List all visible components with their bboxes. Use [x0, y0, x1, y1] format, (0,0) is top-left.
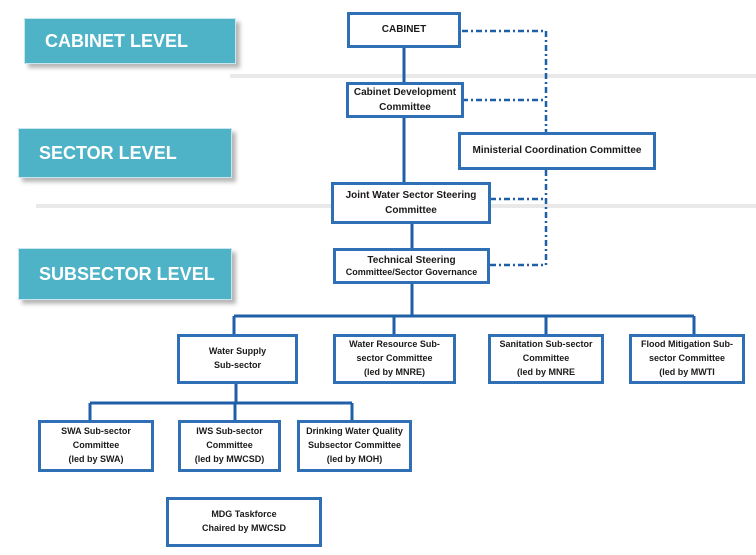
sanitation-label: Sanitation Sub-sector Committee (led by … [499, 339, 593, 377]
sanitation-box: Sanitation Sub-sector Committee (led by … [488, 334, 604, 384]
ministerial-coordination-committee-label: Ministerial Coordination Committee [472, 145, 642, 157]
drinking-water-quality-label: Drinking Water Quality Subsector Committ… [306, 426, 403, 464]
joint-water-sector-label: Joint Water Sector Steering Committee [345, 189, 477, 217]
iws-subsector-label: IWS Sub-sector Committee (led by MWCSD) [194, 426, 265, 464]
cabinet-development-committee-box: Cabinet Development Committee [346, 82, 464, 118]
mdg-taskforce-box: MDG Taskforce Chaired by MWCSD [166, 497, 322, 547]
cabinet-level-text: CABINET LEVEL [45, 30, 189, 51]
sector-level-text: SECTOR LEVEL [39, 142, 177, 163]
flood-mitigation-label: Flood Mitigation Sub- sector Committee (… [641, 339, 733, 377]
water-supply-box: Water Supply Sub-sector [177, 334, 298, 384]
cabinet-box: CABINET [347, 12, 461, 48]
swa-subsector-label: SWA Sub-sector Committee (led by SWA) [61, 426, 131, 464]
water-supply-label: Water Supply Sub-sector [208, 346, 267, 370]
swa-subsector-box: SWA Sub-sector Committee (led by SWA) [38, 420, 154, 472]
cabinet-development-committee-label: Cabinet Development Committee [353, 86, 457, 114]
joint-water-sector-box: Joint Water Sector Steering Committee [331, 182, 491, 224]
flood-mitigation-box: Flood Mitigation Sub- sector Committee (… [629, 334, 745, 384]
technical-steering-line1: Technical Steering [367, 254, 456, 266]
subsector-level-text: SUBSECTOR LEVEL [39, 263, 215, 284]
water-resource-label: Water Resource Sub- sector Committee (le… [349, 339, 440, 377]
mdg-taskforce-label: MDG Taskforce Chaired by MWCSD [201, 509, 286, 533]
water-resource-box: Water Resource Sub- sector Committee (le… [333, 334, 456, 384]
technical-steering-line2: Committee/Sector Governance [345, 266, 478, 277]
sector-level-label: SECTOR LEVEL [18, 128, 232, 178]
divider-cabinet [230, 74, 756, 78]
cabinet-level-label: CABINET LEVEL [24, 18, 236, 64]
ministerial-coordination-committee-box: Ministerial Coordination Committee [458, 132, 656, 170]
subsector-level-label: SUBSECTOR LEVEL [18, 248, 232, 300]
technical-steering-committee-box: Technical Steering Committee/Sector Gove… [333, 248, 490, 284]
cabinet-label: CABINET [381, 24, 427, 36]
iws-subsector-box: IWS Sub-sector Committee (led by MWCSD) [178, 420, 281, 472]
drinking-water-quality-box: Drinking Water Quality Subsector Committ… [297, 420, 412, 472]
